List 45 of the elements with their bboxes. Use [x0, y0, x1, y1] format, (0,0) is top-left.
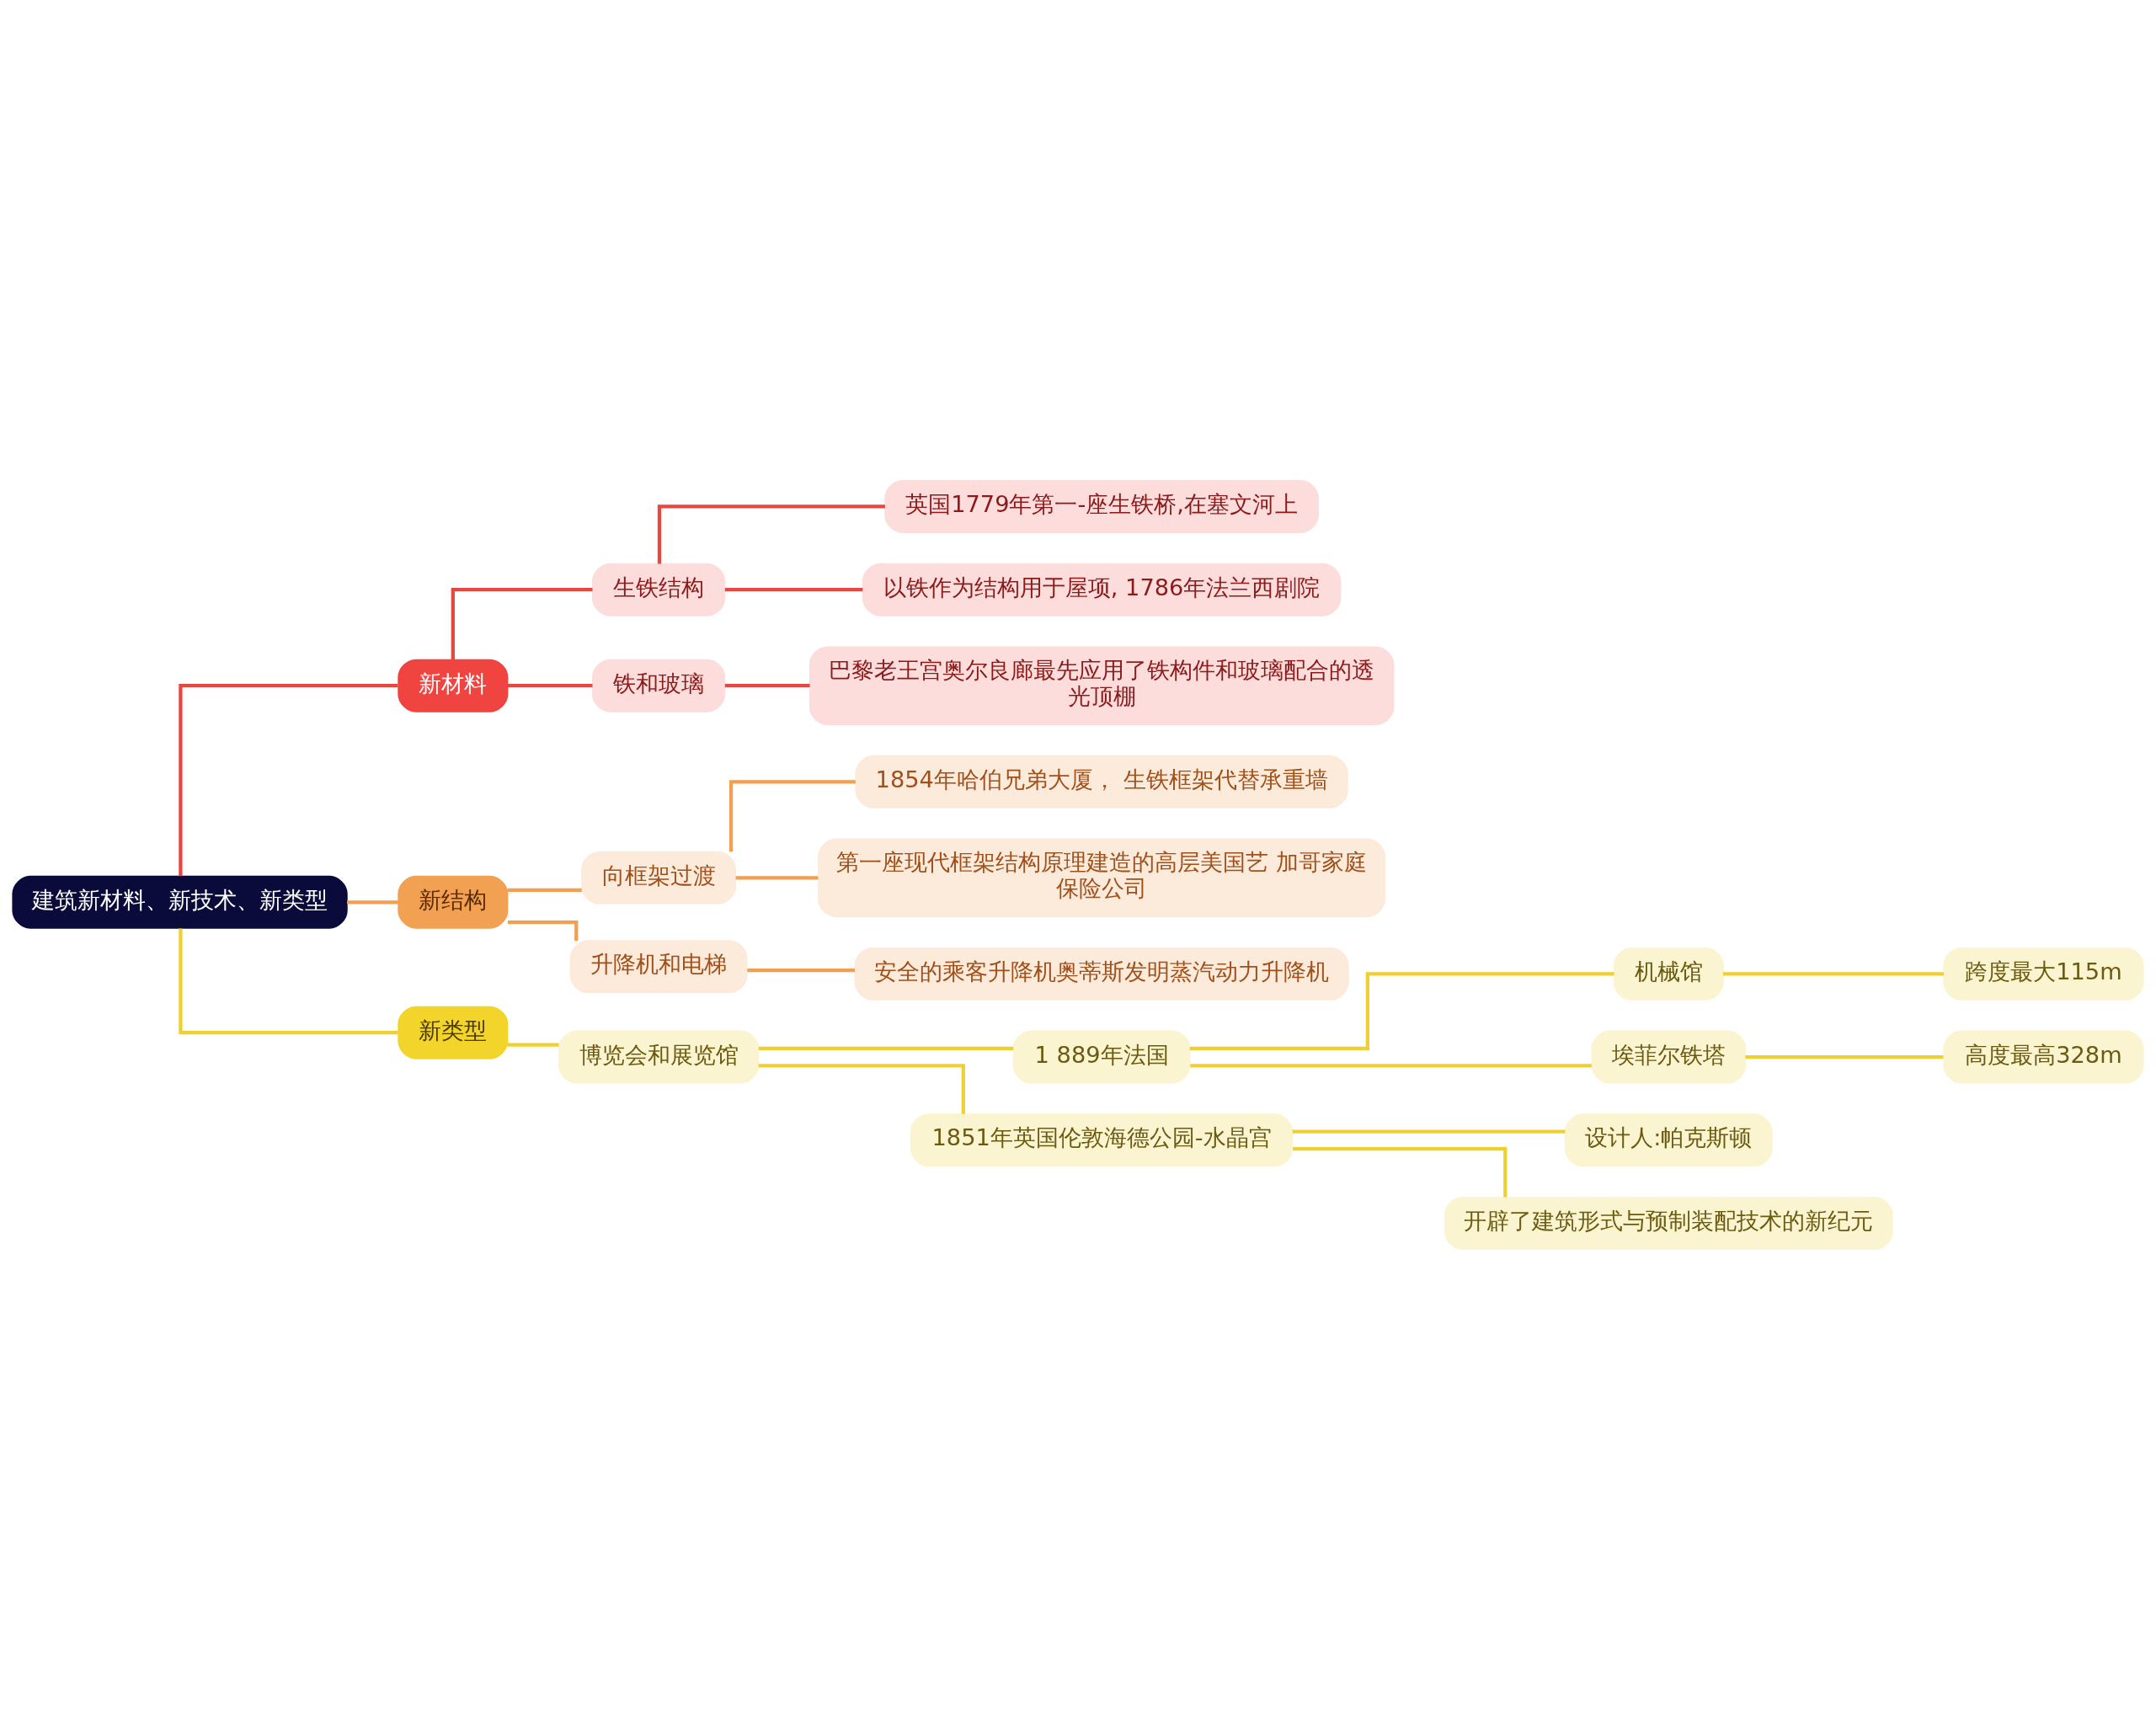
node-box: 埃菲尔铁塔 — [1591, 1030, 1747, 1084]
node-box: 开辟了建筑形式与预制装配技术的新纪元 — [1444, 1196, 1893, 1250]
node-box: 1854年哈伯兄弟大厦， 生铁框架代替承重墙 — [855, 755, 1348, 808]
connector — [1293, 1146, 1508, 1198]
connector — [758, 1063, 965, 1114]
node-box: 巴黎老王宫奥尔良廊最先应用了铁构件和玻璃配合的透光顶棚 — [808, 645, 1395, 725]
connector — [1745, 1054, 1944, 1059]
connector — [1190, 1063, 1592, 1067]
connector — [179, 928, 398, 1034]
node-box: 1 889年法国 — [1012, 1030, 1191, 1084]
node-box: 安全的乘客升降机奥蒂斯发明蒸汽动力升降机 — [854, 947, 1349, 1001]
connector — [179, 683, 398, 876]
connector — [507, 1043, 559, 1047]
node-box: 建筑新材料、新技术、新类型 — [12, 875, 348, 929]
connector — [347, 899, 398, 904]
connector — [728, 779, 856, 851]
node-box: 设计人:帕克斯顿 — [1564, 1113, 1773, 1166]
connector — [747, 968, 856, 972]
connector — [507, 683, 593, 687]
node-box: 英国1779年第一-座生铁桥,在塞文河上 — [884, 479, 1319, 533]
connector — [451, 587, 593, 659]
connector — [724, 587, 863, 591]
node-box: 铁和玻璃 — [591, 659, 726, 712]
node-box: 新结构 — [398, 875, 509, 929]
node-box: 升降机和电梯 — [569, 939, 748, 993]
node-box: 机械馆 — [1613, 947, 1724, 1001]
connector — [657, 504, 885, 563]
node-box: 第一座现代框架结构原理建造的高层美国艺 加哥家庭保险公司 — [818, 838, 1386, 917]
connector — [735, 875, 819, 879]
node-box: 以铁作为结构用于屋项, 1786年法兰西剧院 — [862, 563, 1342, 616]
node-box: 跨度最大115m — [1943, 947, 2144, 1001]
connector — [507, 888, 582, 892]
node-box: 向框架过渡 — [581, 851, 736, 905]
node-box: 博览会和展览馆 — [558, 1030, 760, 1084]
connector — [507, 920, 579, 941]
node-box: 高度最高328m — [1943, 1030, 2144, 1084]
connector — [1292, 1129, 1566, 1134]
node-box: 新类型 — [398, 1006, 509, 1059]
connector — [1723, 971, 1945, 975]
connector — [1189, 971, 1614, 1050]
node-box: 1851年英国伦敦海德公园-水晶宫 — [910, 1113, 1294, 1166]
node-box: 生铁结构 — [591, 563, 726, 616]
node-box: 新材料 — [398, 659, 509, 712]
connector — [724, 683, 810, 687]
connector — [758, 1046, 1014, 1050]
